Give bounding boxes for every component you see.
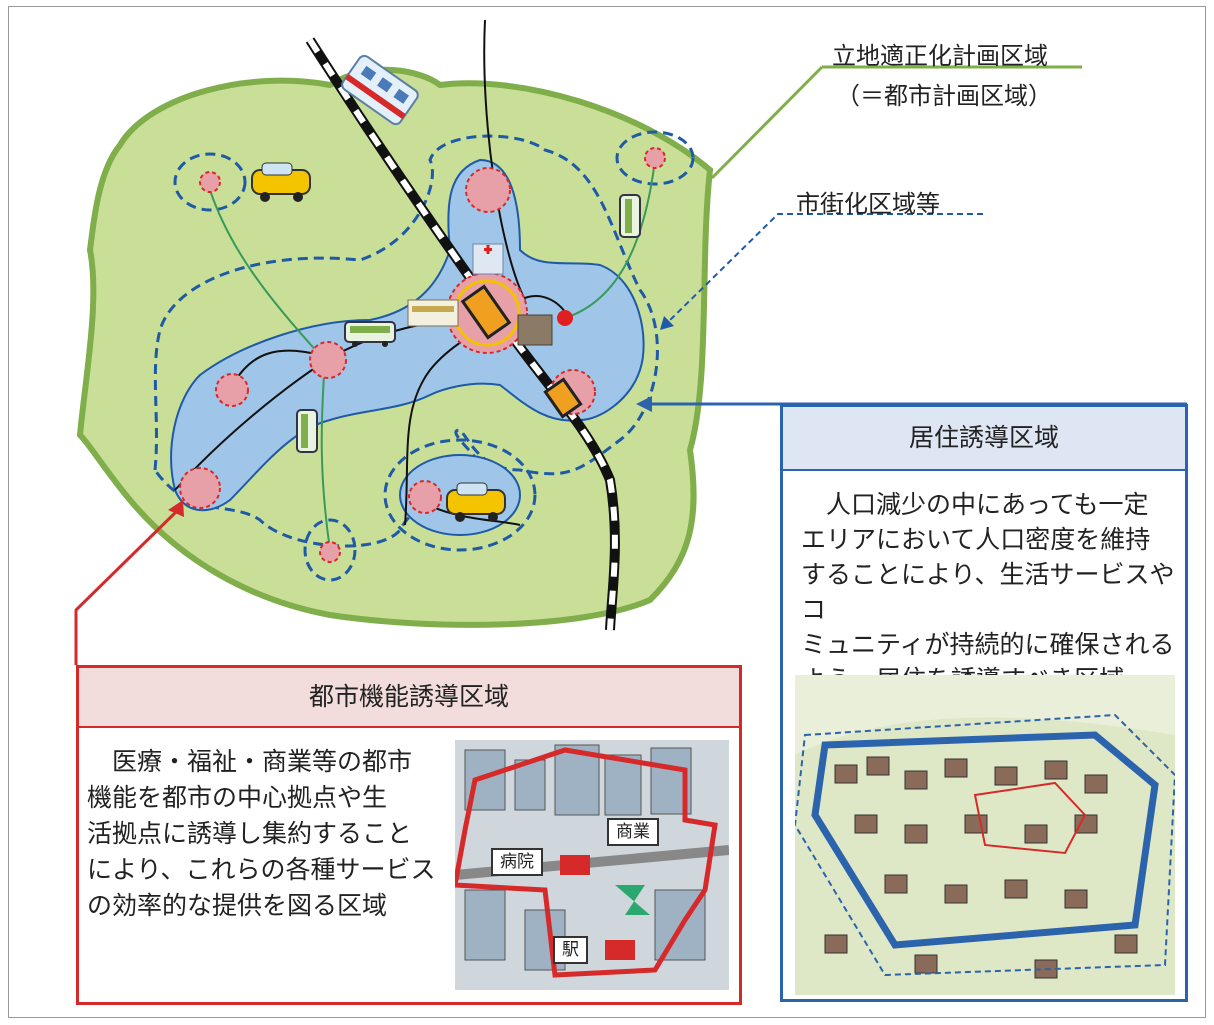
residential-desc-line: 人口減少の中にあっても一定 xyxy=(801,490,1149,519)
planning-area-leader xyxy=(710,65,1082,180)
planning-area-label: 立地適正化計画区域 xyxy=(832,42,1048,70)
tag-commerce: 商業 xyxy=(607,818,659,846)
railway-track-ties xyxy=(307,38,618,631)
planning-area-sublabel: （＝都市計画区域） xyxy=(836,82,1052,110)
function-desc-line: 活拠点に誘導し集約すること xyxy=(87,819,413,848)
hospital-icon xyxy=(472,243,504,275)
residential-desc-line: ミュニティが持続的に確保される xyxy=(801,630,1175,659)
function-desc-line: により、これらの各種サービス xyxy=(87,855,436,884)
station-building-icon xyxy=(407,299,459,327)
function-leader xyxy=(74,508,180,665)
urban-function-area-title: 都市機能誘導区域 xyxy=(79,668,739,728)
apartment-icon xyxy=(517,314,553,346)
tag-hospital: 病院 xyxy=(491,848,543,876)
residential-area-title: 居住誘導区域 xyxy=(783,407,1185,471)
function-leader-arrow xyxy=(168,500,184,517)
bus-icon-west xyxy=(296,409,318,453)
small-red-station xyxy=(557,310,573,326)
taxi-icon-south xyxy=(446,482,506,522)
taxi-icon-north xyxy=(251,162,311,202)
dashed-island-south xyxy=(383,438,537,552)
function-desc-line: 医療・福祉・商業等の都市 xyxy=(87,747,413,776)
urbanization-area-label: 市街化区域等 xyxy=(796,190,940,218)
bus-icon-east xyxy=(619,194,641,238)
bus-icon-center xyxy=(344,321,396,347)
residential-area-description: 人口減少の中にあっても一定 エリアにおいて人口密度を維持 することにより、生活サ… xyxy=(783,471,1185,697)
dashed-island-nw xyxy=(173,152,247,212)
residential-desc-line: することにより、生活サービスやコ xyxy=(801,560,1175,624)
urbanization-dashed-boundary xyxy=(153,134,659,548)
urban-function-area-description: 医療・福祉・商業等の都市 機能を都市の中心拠点や生 活拠点に誘導し集約すること … xyxy=(87,744,447,924)
tag-station: 駅 xyxy=(553,936,588,964)
residential-area-shape xyxy=(170,158,645,512)
urban-function-illustration: 病院 商業 駅 xyxy=(452,740,730,990)
urbanization-leader-arrow xyxy=(660,316,674,330)
residential-area-box: 居住誘導区域 人口減少の中にあっても一定 エリアにおいて人口密度を維持 すること… xyxy=(780,404,1188,1002)
figure-frame xyxy=(8,6,1206,1018)
train-icon xyxy=(341,54,419,126)
secondary-station-icon xyxy=(543,377,583,419)
residential-leader-arrow xyxy=(636,396,652,412)
residential-desc-line: エリアにおいて人口密度を維持 xyxy=(801,525,1151,554)
dashed-island-ne xyxy=(615,130,695,186)
function-desc-line: の効率的な提供を図る区域 xyxy=(87,891,388,920)
bus-routes xyxy=(209,159,656,551)
function-desc-line: 機能を都市の中心拠点や生 xyxy=(87,783,388,812)
dashed-island-s xyxy=(303,518,357,582)
main-station-icon xyxy=(460,284,512,340)
urban-function-area-box: 都市機能誘導区域 医療・福祉・商業等の都市 機能を都市の中心拠点や生 活拠点に誘… xyxy=(76,665,742,1005)
urbanization-leader xyxy=(664,213,983,326)
residential-illustration xyxy=(795,675,1175,995)
